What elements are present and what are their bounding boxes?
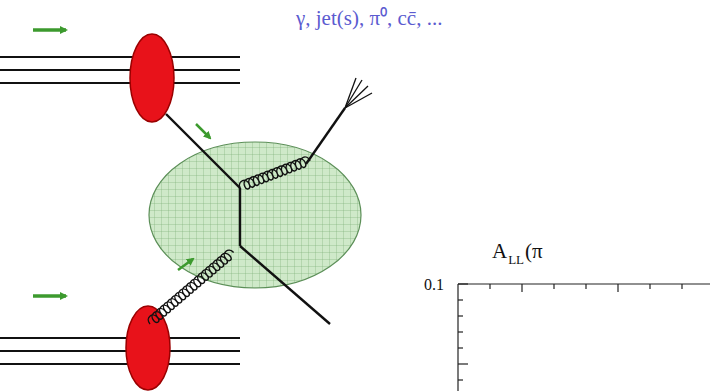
particle-list: γ, jet(s), π⁰, cc̄, ...: [296, 8, 442, 29]
axis-title-subscript: LL: [508, 253, 524, 266]
axis-title: A: [492, 241, 507, 262]
axis-title: (π: [525, 241, 543, 262]
tick-label: 0.1: [424, 277, 444, 293]
